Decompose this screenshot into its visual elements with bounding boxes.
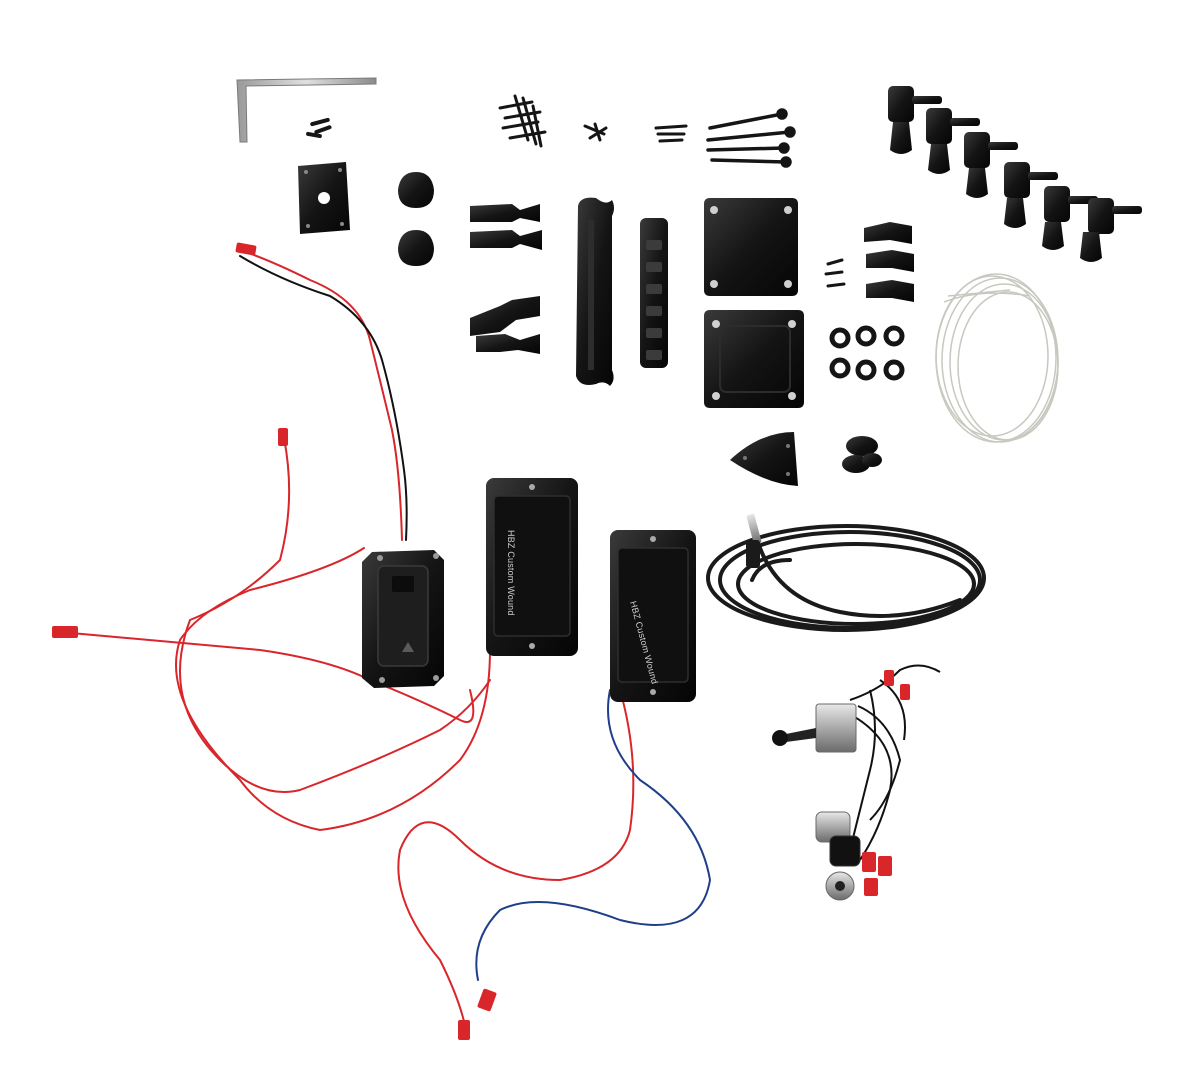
- small-screws-cluster-1: [306, 117, 332, 139]
- output-jack: [825, 871, 855, 901]
- allen-wrench: [236, 77, 377, 143]
- wiring: [59, 249, 712, 1031]
- humbucker-pickup-bridge: HBZ Custom Wound: [610, 530, 696, 702]
- small-screws-cluster-3: [654, 124, 688, 143]
- neck-screws-long: [706, 108, 796, 168]
- battery-box: [362, 550, 444, 688]
- instrument-cable: [706, 524, 986, 632]
- tuner-3: [964, 132, 1018, 198]
- tuner-4: [1004, 162, 1058, 228]
- small-screws-cluster-4: [824, 258, 846, 288]
- toggle-switch: [772, 703, 857, 753]
- strap-lock-small: [842, 436, 882, 473]
- neck-plate-gasket: [704, 310, 804, 408]
- washers: [829, 325, 905, 381]
- strap-buttons: [398, 172, 434, 266]
- bridge-studs: [470, 204, 542, 354]
- neck-plate: [704, 198, 798, 296]
- wood-screws-cluster: [498, 94, 547, 148]
- wire-connectors: [52, 242, 497, 1040]
- tune-o-matic-bridge: [640, 218, 668, 368]
- potentiometers: [815, 811, 861, 867]
- small-screws-cluster-2: [583, 122, 608, 142]
- guitar-strings-coil: [935, 273, 1059, 443]
- tuning-machines: [888, 86, 1142, 262]
- stop-tailpiece: [576, 197, 614, 386]
- tuner-1: [888, 86, 942, 154]
- wiring-harness: [772, 664, 941, 901]
- humbucker-pickup-neck: HBZ Custom Wound: [486, 478, 578, 656]
- pickup-label: HBZ Custom Wound: [506, 530, 516, 616]
- tuner-2: [926, 108, 980, 174]
- string-ferrules: [864, 222, 914, 302]
- cable-plug: [746, 513, 762, 568]
- tuner-5: [1042, 186, 1098, 250]
- truss-rod-cover: [730, 432, 798, 486]
- tuner-6: [1080, 198, 1142, 262]
- harness-connectors: [862, 670, 910, 896]
- jack-plate: [298, 162, 350, 234]
